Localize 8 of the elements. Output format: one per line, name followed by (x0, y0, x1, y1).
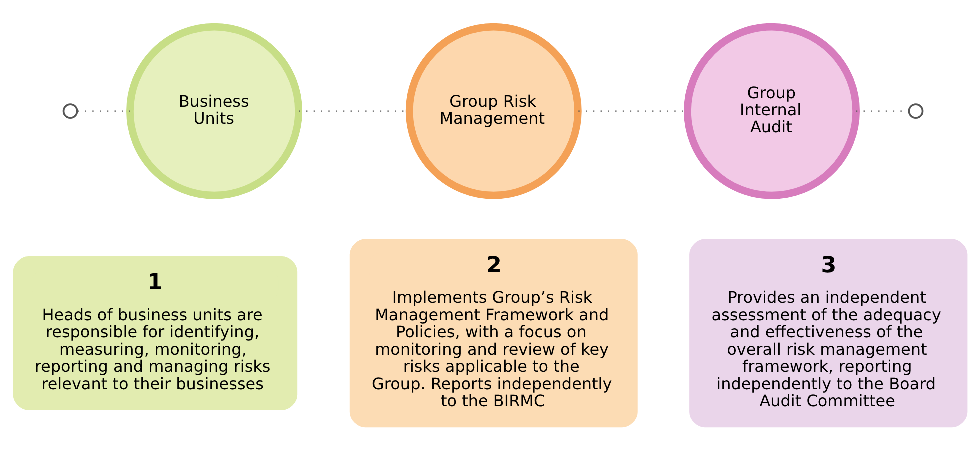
node-circle (908, 104, 924, 119)
node-circle: Business Units (126, 23, 302, 200)
node-circle: Group Risk Management (405, 23, 582, 200)
node-box: 1 Heads of business units are responsible for identifying, measuring, monitoring, reporting and managing risks relevant to their businesses (12, 256, 298, 410)
node-box: 2 Implements Group’s Risk Management Framework and Policies, with a focus on monitoring and review of key risks applicable to the Group. Reports independently to the BIRMC (349, 239, 638, 428)
node-circle (62, 104, 78, 119)
node-box: 3 Provides an independent assessment of the adequacy and effectiveness of the overall risk management framework, reporting independently to the Board Audit Committee (689, 239, 968, 428)
node-circle: Group Internal Audit (684, 23, 860, 200)
